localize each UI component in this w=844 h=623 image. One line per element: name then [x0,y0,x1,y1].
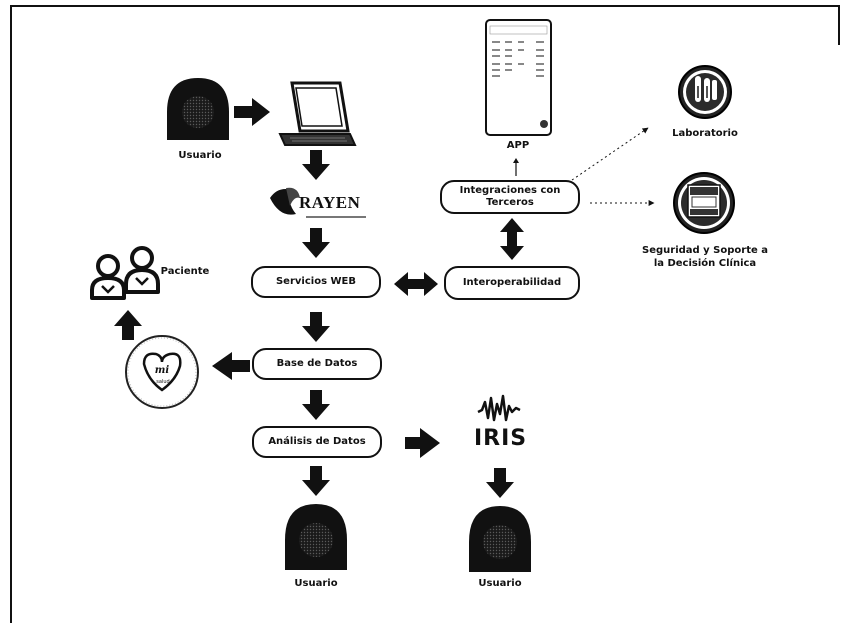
user-icon-bottom-left [285,504,347,570]
rayen-logo-tagline [306,216,366,218]
double-arrow-servicios-interop [394,272,438,296]
arrow-servicios-to-base [302,312,330,342]
arrow-analisis-to-iris [405,428,440,458]
rayen-logo-mark [270,187,300,215]
usuario-bottom-right-label: Usuario [478,578,522,589]
document-frame [10,5,840,623]
arrow-misalud-to-paciente [114,310,142,340]
dotted-arrow-laboratorio [571,127,649,181]
rayen-logo-text: RAYEN [299,193,361,212]
arrow-laptop-to-rayen [302,150,330,180]
laboratorio-label: Laboratorio [672,128,738,139]
usuario-bottom-left-label: Usuario [294,578,338,589]
node-interoperabilidad: Interoperabilidad [444,266,580,300]
node-base-datos: Base de Datos [252,348,382,380]
double-arrow-interop-integraciones [500,218,524,260]
user-icon-bottom-right [469,506,531,572]
arrow-iris-to-usuario [486,468,514,498]
arrow-base-to-analisis [302,390,330,420]
frame-edge [838,5,840,45]
node-integraciones-terceros: Integraciones con Terceros [440,180,580,214]
paciente-label: Paciente [160,266,210,277]
arrow-user-to-laptop [234,98,270,126]
app-phone-icon [485,19,552,136]
iris-logo-text: IRIS [474,426,528,451]
iris-waveform-icon [477,394,521,422]
laboratorio-icon [678,65,732,119]
user-icon-top [167,78,229,140]
paciente-icon [90,246,160,300]
app-label: APP [506,140,530,151]
svg-text:mi: mi [155,365,170,376]
arrow-base-to-misalud [212,352,250,380]
seguridad-icon [673,172,735,234]
svg-text:salud: salud [156,379,169,385]
laptop-icon [278,81,357,146]
mi-salud-logo: mi salud [125,335,199,409]
node-servicios-web: Servicios WEB [251,266,381,298]
arrow-rayen-to-servicios [302,228,330,258]
node-analisis-datos: Análisis de Datos [252,426,382,458]
arrow-integraciones-to-app [513,158,519,176]
usuario-top-label: Usuario [178,150,222,161]
arrow-analisis-to-usuario [302,466,330,496]
seguridad-label: Seguridad y Soporte a la Decisión Clínic… [642,245,768,269]
